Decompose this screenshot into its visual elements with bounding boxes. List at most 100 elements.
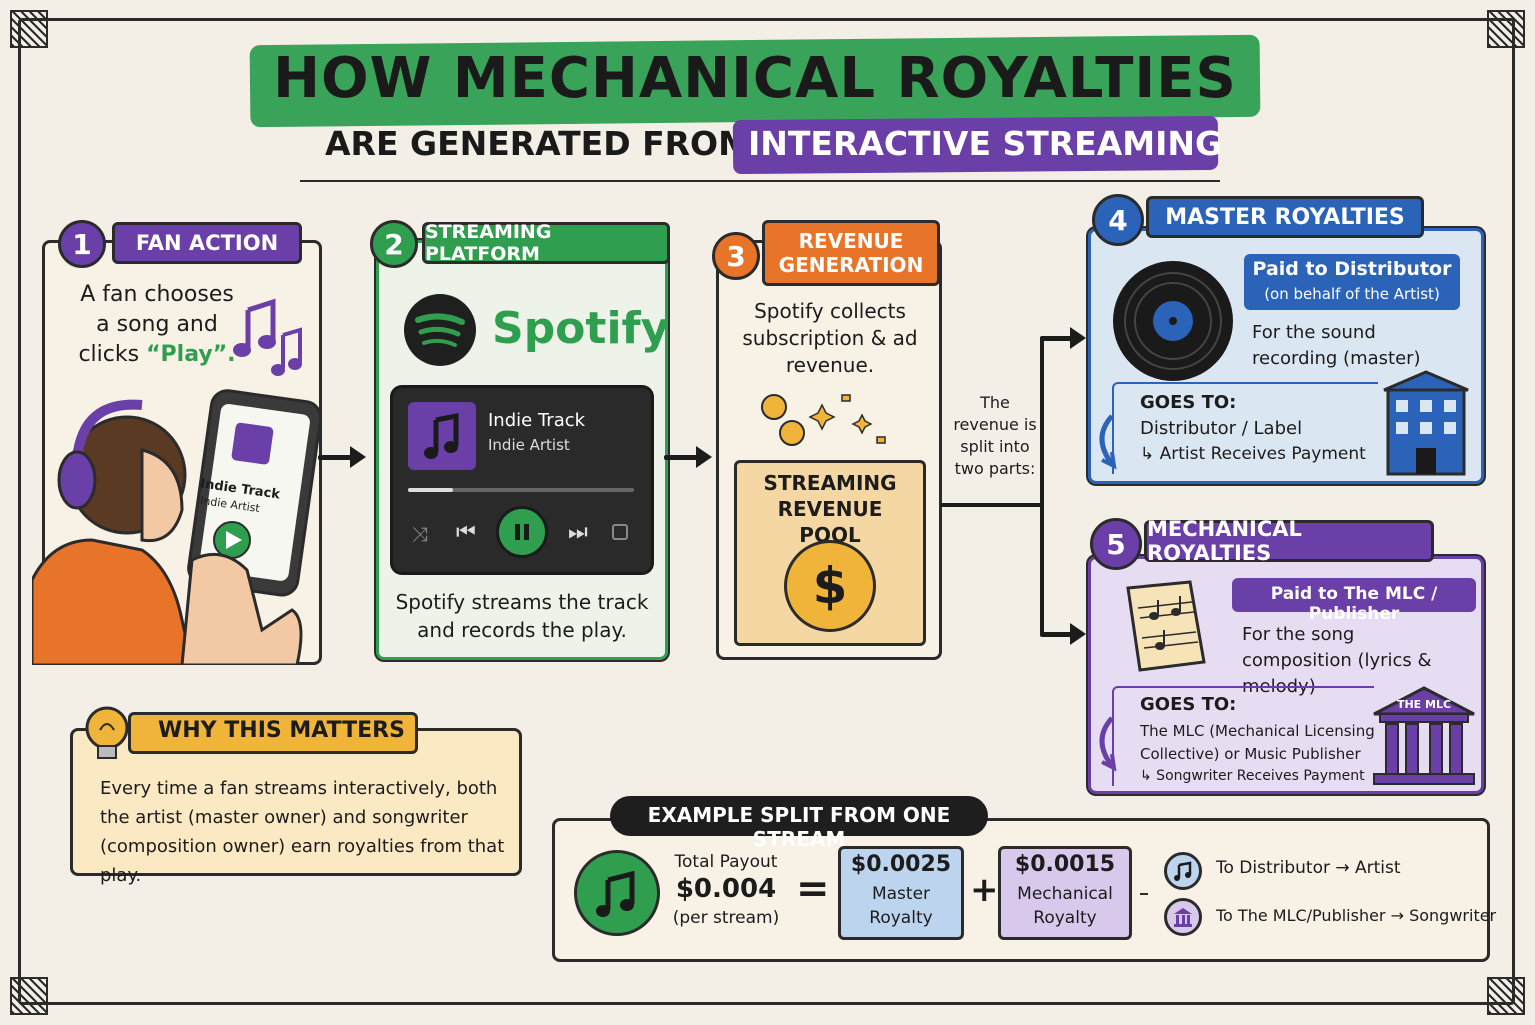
legend-note-icon [1174,861,1192,881]
player-progress-track[interactable] [408,488,634,492]
player-progress-fill [408,488,454,492]
step-3-label: REVENUE GENERATION [762,220,940,286]
master-goes-to-line2: ↳ Artist Receives Payment [1140,444,1366,464]
spotify-brand-text: Spotify [492,303,670,354]
corner-decoration [1487,10,1525,48]
step-4-label: MASTER ROYALTIES [1146,196,1424,238]
arrow-2-3 [664,446,712,468]
example-label-pill [610,796,988,836]
music-notes-icon [233,298,302,376]
step-4-number: 4 [1092,194,1144,246]
corner-decoration [10,10,48,48]
mech-goes-to-label: GOES TO: [1140,694,1237,715]
why-label: WHY THIS MATTERS [158,718,405,743]
example-label: EXAMPLE SPLIT FROM ONE STREAM [647,803,951,851]
step-1-text-quote: “Play”. [146,342,236,367]
mech-royalty-box [998,846,1132,940]
pause-icon [515,524,529,540]
step-2-caption: Spotify streams the track and records th… [395,590,649,642]
step-5-label: MECHANICAL ROYALTIES [1144,517,1434,565]
lightbulb-icon [85,706,129,759]
page-frame [18,18,1515,1005]
previous-icon[interactable]: ⏮ [456,520,476,545]
corner-decoration [1487,977,1525,1015]
page-subtitle: ARE GENERATED FROM [325,124,751,163]
album-art [408,402,476,470]
master-goes-to-line1: Distributor / Label [1140,418,1303,439]
master-paid-to: Paid to Distributor [1252,258,1452,280]
master-goes-to-label: GOES TO: [1140,392,1237,413]
sheet-music-icon [1126,580,1206,672]
title-underline [300,180,1220,182]
mlc-building-label: THE MLC [1396,698,1452,711]
arrow-to-master [1040,327,1086,349]
step-1-number: 1 [58,220,106,268]
master-royalty-label-1: Master [871,884,931,904]
step-3-number: 3 [712,232,760,280]
pause-button[interactable] [496,506,548,558]
master-for-text: For the sound recording (master) [1252,322,1421,369]
legend-building-icon [1174,908,1192,927]
step-2-label: STREAMING PLATFORM [422,221,670,265]
why-label-tag [128,712,418,754]
step-1-text: A fan chooses a song and clicks “Play”. [72,280,242,370]
master-royalty-value: $0.0025 [850,852,952,877]
mech-goes-to-line2: Collective) or Music Publisher [1140,745,1361,763]
legend-master-text: To Distributor → Artist [1216,858,1401,878]
equals-sign: = [796,866,830,912]
master-goes-to-box [1112,382,1378,474]
arrow-to-mechanical [1040,623,1086,645]
mech-paid-to: Paid to The MLC / Publisher [1270,584,1438,624]
master-royalty-box [838,846,964,940]
vinyl-record-icon [1113,261,1233,381]
corner-decoration [10,977,48,1015]
album-music-note-icon [424,412,459,459]
queue-icon[interactable] [612,524,628,540]
mech-royalty-label-2: Royalty [1033,908,1097,928]
split-stem [940,503,1040,507]
master-royalty-label-2: Royalty [869,908,933,928]
mech-goes-to-line1: The MLC (Mechanical Licensing [1140,722,1375,740]
master-paid-to-note: (on behalf of the Artist) [1264,285,1440,303]
legend-mech-icon [1164,898,1202,936]
dollar-coin-icon: $ [784,540,876,632]
split-note: The revenue is split into two parts: [953,393,1037,478]
total-payout-value: $0.004 [675,874,777,904]
mech-royalty-label-1: Mechanical [1017,884,1113,904]
step-1-text-main: A fan chooses a song and clicks [78,282,234,367]
total-payout-label: Total Payout [674,852,778,872]
total-payout-unit: (per stream) [672,908,780,928]
subtitle-highlight-text: INTERACTIVE STREAMING [748,124,1223,163]
coins-sparkles-icon [761,394,886,446]
step-3-text: Spotify collects subscription & ad reven… [742,299,918,377]
master-curved-arrow-icon [1099,414,1117,470]
mech-paid-to-badge [1232,578,1476,612]
step-2-number: 2 [370,220,418,268]
spotify-logo-icon [404,294,476,366]
player-track-artist: Indie Artist [488,436,570,454]
revenue-pool-label: STREAMING REVENUE POOL [763,471,897,547]
mlc-building-icon [1373,686,1475,785]
step-1-label: FAN ACTION [112,222,302,264]
legend-mech-text: To The MLC/Publisher → Songwriter [1216,906,1497,925]
mech-curved-arrow-icon [1099,716,1117,772]
mech-goes-to-line3: ↳ Songwriter Receives Payment [1140,768,1365,784]
music-note-icon [596,870,635,917]
master-paid-to-badge [1244,254,1460,310]
legend-divider [1140,893,1148,895]
mech-goes-to-box [1112,686,1374,786]
example-music-icon [574,850,660,936]
mech-royalty-value: $0.0015 [1014,852,1116,877]
page-title: HOW MECHANICAL ROYALTIES [273,46,1237,111]
arrow-1-2 [318,446,366,468]
legend-master-icon [1164,852,1202,890]
why-text: Every time a fan streams interactively, … [100,778,505,886]
player-track-title: Indie Track [488,410,586,431]
building-icon [1383,370,1469,476]
shuffle-icon[interactable]: ⤨ [412,522,428,546]
fan-illustration [32,389,322,665]
split-branch [1040,338,1044,634]
next-icon[interactable]: ⏭ [568,520,588,545]
plus-sign: + [970,870,999,910]
step-5-number: 5 [1090,518,1142,570]
